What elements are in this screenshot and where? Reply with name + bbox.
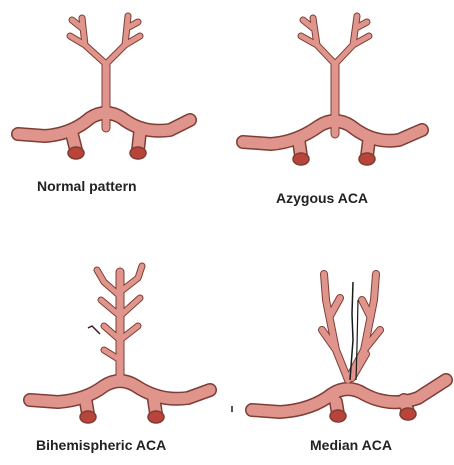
bihemispheric-aca-illustration [0, 230, 240, 465]
panel-median-aca: Median ACA [240, 230, 454, 465]
caption-azygous-aca: Azygous ACA [276, 190, 368, 206]
left-ica-cut [293, 153, 309, 165]
azygous-aca-illustration [227, 0, 454, 220]
left-ica-cut [330, 410, 346, 422]
right-ica-cut [148, 411, 164, 423]
right-ica-cut [400, 408, 416, 420]
caption-normal-pattern: Normal pattern [37, 178, 137, 194]
panel-normal-pattern: Normal pattern [0, 0, 227, 220]
caption-bihemispheric-aca: Bihemispheric ACA [36, 437, 166, 453]
left-ica-cut [80, 411, 96, 423]
vessel-fill [252, 274, 446, 414]
panel-bihemispheric-aca: Bihemispheric ACA [0, 230, 240, 465]
right-ica-cut [359, 153, 375, 165]
left-ica-cut [68, 147, 84, 159]
vessel-fill [243, 16, 422, 156]
panel-azygous-aca: Azygous ACA [227, 0, 454, 220]
stray-mark [231, 406, 233, 412]
thin-branch-line [88, 326, 100, 334]
right-ica-cut [130, 147, 146, 159]
median-aca-illustration [240, 230, 454, 465]
caption-median-aca: Median ACA [310, 437, 392, 453]
